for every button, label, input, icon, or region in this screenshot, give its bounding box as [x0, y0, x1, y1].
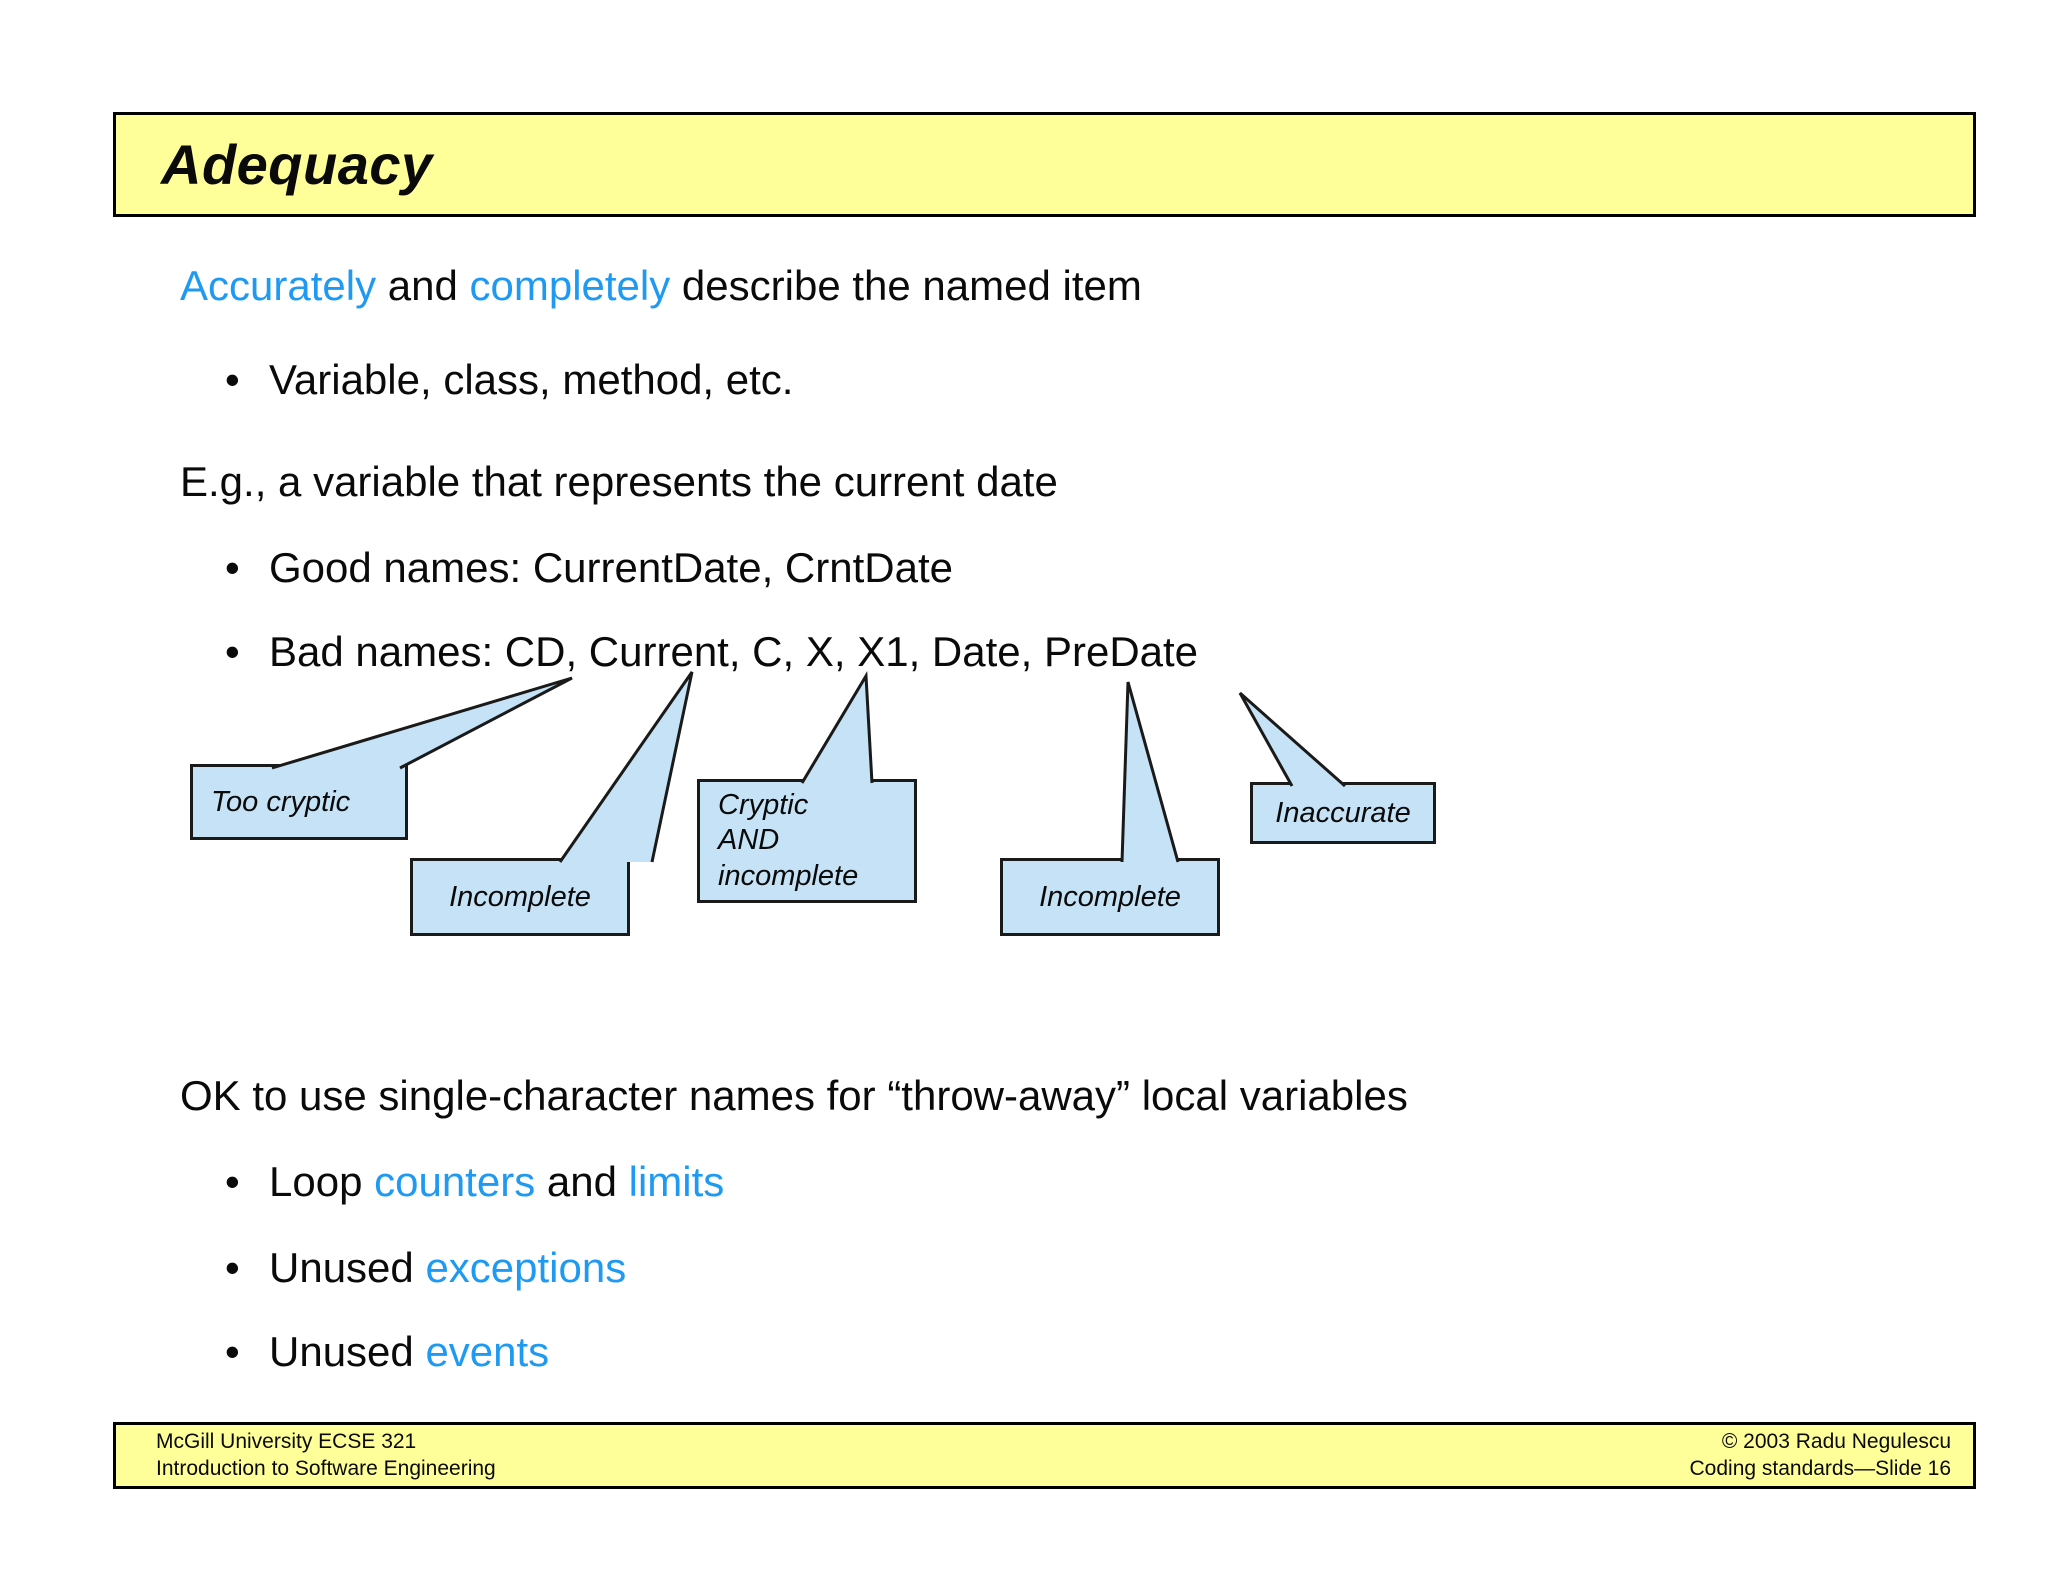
bullet-exceptions-word: exceptions: [425, 1244, 627, 1291]
bullet-events-pre: Unused: [269, 1328, 426, 1375]
bullet-icon: •: [225, 1328, 240, 1375]
callout-cryptic-line1: Cryptic: [718, 788, 809, 821]
bullet-exceptions: • Unused exceptions: [225, 1244, 626, 1292]
tail-inaccurate: [1238, 691, 1346, 788]
bullet-icon: •: [225, 544, 240, 591]
footer-left: McGill University ECSE 321 Introduction …: [156, 1429, 496, 1482]
bullet-variable-text: Variable, class, method, etc.: [269, 356, 794, 403]
intro-rest: describe the named item: [670, 262, 1142, 309]
bullet-good-text: Good names: CurrentDate, CrntDate: [269, 544, 953, 591]
ok-line: OK to use single-character names for “th…: [180, 1072, 1408, 1119]
title-band: Adequacy: [113, 112, 1976, 217]
footer-right-line1: © 2003 Radu Negulescu: [1721, 1430, 1951, 1454]
footer-right-line2: Coding standards—Slide 16: [1689, 1456, 1952, 1480]
bullet-loop: • Loop counters and limits: [225, 1158, 724, 1206]
tail-incomplete-2: [1120, 681, 1180, 863]
callout-incomplete-1: Incomplete: [410, 858, 630, 936]
bullet-loop-mid: and: [535, 1158, 629, 1205]
callout-too-cryptic-label: Too cryptic: [211, 785, 351, 818]
callout-inaccurate: Inaccurate: [1250, 782, 1436, 844]
bullet-events: • Unused events: [225, 1328, 549, 1376]
callout-too-cryptic: Too cryptic: [190, 764, 408, 840]
callout-incomplete-2-label: Incomplete: [1039, 880, 1181, 913]
bullet-icon: •: [225, 356, 240, 403]
callout-cryptic-line3: incomplete: [718, 859, 859, 892]
tail-incomplete-1: [558, 671, 694, 863]
page-title: Adequacy: [161, 133, 433, 196]
footer-right: © 2003 Radu Negulescu Coding standards—S…: [1690, 1429, 1952, 1482]
tail-too-cryptic: [271, 676, 573, 770]
callout-incomplete-2: Incomplete: [1000, 858, 1220, 936]
footer-left-line1: McGill University ECSE 321: [156, 1430, 417, 1454]
bullet-bad-text: Bad names: CD, Current, C, X, X1, Date, …: [269, 628, 1199, 675]
intro-mid: and: [376, 262, 470, 309]
intro-word-completely: completely: [469, 262, 671, 309]
eg-line: E.g., a variable that represents the cur…: [180, 458, 1058, 505]
bullet-icon: •: [225, 1244, 240, 1291]
callout-incomplete-1-label: Incomplete: [449, 880, 591, 913]
bullet-good-names: • Good names: CurrentDate, CrntDate: [225, 544, 953, 592]
intro-word-accurately: Accurately: [180, 262, 377, 309]
tail-cryptic-and-incomplete: [800, 671, 874, 784]
callout-cryptic-and-incomplete: Cryptic AND incomplete: [697, 779, 917, 903]
bullet-loop-pre: Loop: [269, 1158, 375, 1205]
intro-line: Accurately and completely describe the n…: [180, 262, 1142, 310]
bullet-exceptions-pre: Unused: [269, 1244, 426, 1291]
bullet-loop-counters: counters: [374, 1158, 536, 1205]
bullet-icon: •: [225, 1158, 240, 1205]
bullet-variable: • Variable, class, method, etc.: [225, 356, 793, 404]
footer-left-line2: Introduction to Software Engineering: [156, 1456, 496, 1480]
footer-band: McGill University ECSE 321 Introduction …: [113, 1422, 1976, 1489]
bullet-icon: •: [225, 628, 240, 675]
callout-cryptic-line2: AND: [718, 824, 780, 857]
callout-inaccurate-label: Inaccurate: [1275, 796, 1411, 829]
bullet-bad-names: • Bad names: CD, Current, C, X, X1, Date,…: [225, 628, 1198, 676]
bullet-loop-limits: limits: [628, 1158, 725, 1205]
bullet-events-word: events: [425, 1328, 550, 1375]
